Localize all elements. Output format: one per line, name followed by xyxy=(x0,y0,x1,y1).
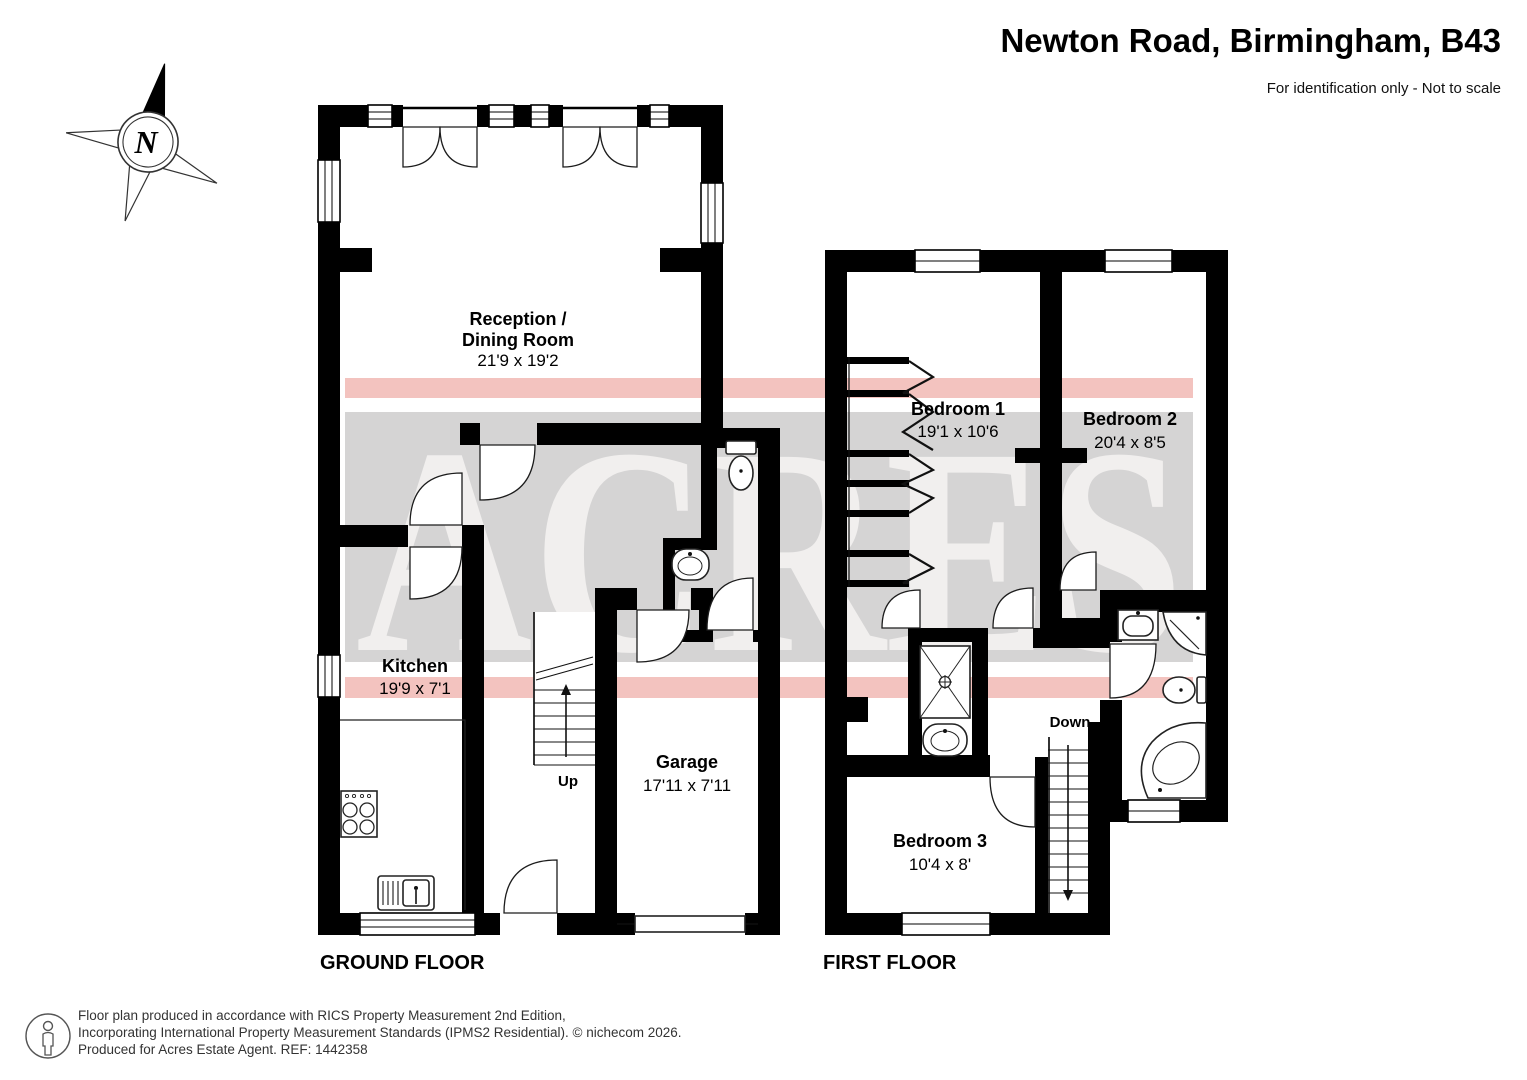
footer: Floor plan produced in accordance with R… xyxy=(25,1008,682,1059)
first-floor-title: FIRST FLOOR xyxy=(823,952,957,974)
page-title: Newton Road, Birmingham, B43 xyxy=(1000,22,1501,59)
footer-line2: Incorporating International Property Mea… xyxy=(78,1025,682,1040)
corner-bath-icon xyxy=(1140,721,1207,799)
garage-door xyxy=(617,915,758,933)
person-icon xyxy=(25,1013,71,1059)
corner-shower-icon xyxy=(1162,611,1207,656)
first-doors xyxy=(881,551,1157,828)
garage-label: Garage xyxy=(656,752,718,772)
ground-walls xyxy=(318,105,780,935)
staircase-down xyxy=(1048,737,1088,913)
compass-rose-icon: N xyxy=(65,63,218,222)
reception-dims: 21'9 x 19'2 xyxy=(477,351,558,370)
staircase-up xyxy=(533,612,595,766)
bedroom2-label: Bedroom 2 xyxy=(1083,409,1177,429)
footer-line1: Floor plan produced in accordance with R… xyxy=(78,1008,566,1023)
wc-sink-icon xyxy=(671,548,710,581)
kitchen-counter xyxy=(340,719,466,911)
ground-floor-plan: Reception / Dining Room 21'9 x 19'2 Kitc… xyxy=(317,104,780,974)
compass-north-label: N xyxy=(133,124,159,160)
disclaimer-text: For identification only - Not to scale xyxy=(1267,80,1501,97)
ground-floor-title: GROUND FLOOR xyxy=(320,952,485,974)
footer-line3: Produced for Acres Estate Agent. REF: 14… xyxy=(78,1042,368,1057)
ground-windows xyxy=(317,104,724,936)
bathroom-toilet-icon xyxy=(1162,676,1207,704)
landing-sink-icon xyxy=(922,723,968,757)
first-walls xyxy=(825,250,1228,935)
kitchen-sink-icon xyxy=(377,875,435,911)
ground-doors xyxy=(402,126,754,914)
garage-dims: 17'11 x 7'11 xyxy=(643,776,731,795)
bedroom1-label: Bedroom 1 xyxy=(911,399,1005,419)
first-floor-plan: Bedroom 1 19'1 x 10'6 Bedroom 2 20'4 x 8… xyxy=(823,249,1228,974)
bedroom3-label: Bedroom 3 xyxy=(893,831,987,851)
shower-tray-icon xyxy=(919,645,971,719)
stair-void-hatch xyxy=(847,357,936,587)
watermark-stripe-top xyxy=(345,378,1193,398)
bathroom-sink-icon xyxy=(1117,609,1159,641)
reception-label-line1: Reception / xyxy=(469,309,566,329)
bedroom3-dims: 10'4 x 8' xyxy=(909,855,971,874)
first-windows xyxy=(901,249,1181,936)
bedroom2-dims: 20'4 x 8'5 xyxy=(1094,433,1166,452)
stairs-down-label: Down xyxy=(1050,714,1091,731)
reception-label-line2: Dining Room xyxy=(462,330,574,350)
wc-toilet-icon xyxy=(725,440,757,491)
kitchen-dims: 19'9 x 7'1 xyxy=(379,679,451,698)
stairs-up-label: Up xyxy=(558,773,578,790)
bedroom1-dims: 19'1 x 10'6 xyxy=(917,422,998,441)
hob-icon xyxy=(340,790,378,838)
kitchen-label: Kitchen xyxy=(382,656,448,676)
